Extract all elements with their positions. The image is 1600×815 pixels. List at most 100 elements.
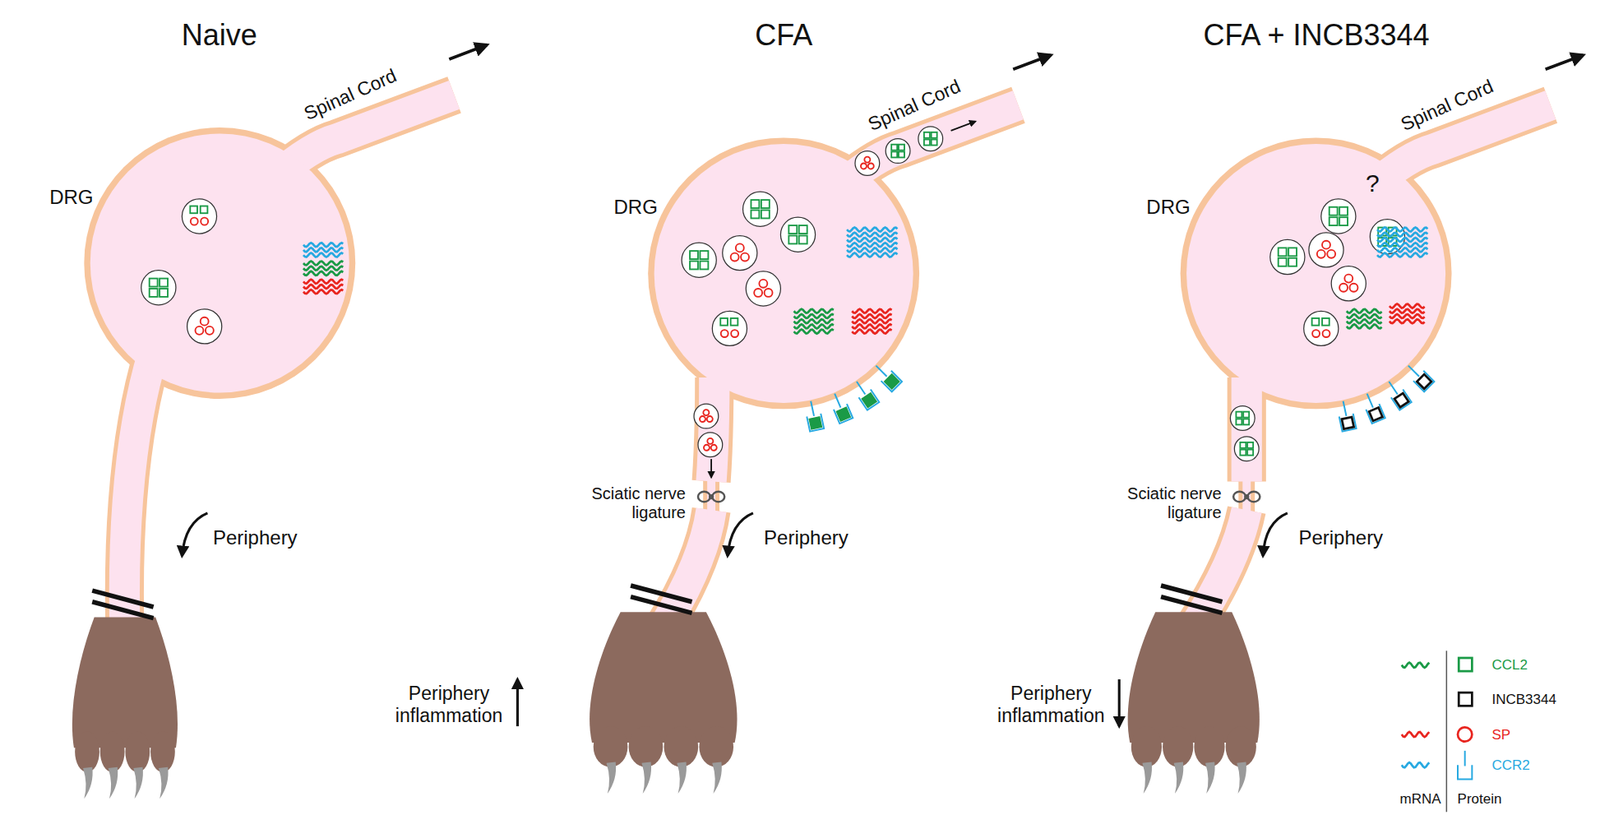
paw-toe — [1131, 726, 1162, 768]
claw — [676, 762, 687, 794]
incb3344-ligand — [1368, 407, 1383, 421]
receptor-stem — [810, 401, 814, 417]
claw — [1142, 762, 1152, 794]
legend-header: mRNA — [1400, 790, 1442, 808]
legend-text: SP — [1491, 726, 1511, 744]
ccr2-receptor — [1360, 390, 1386, 424]
sp-protein — [721, 329, 729, 338]
ganglion-outline — [83, 94, 1551, 630]
ccl2-protein — [788, 235, 797, 245]
mrna-wave — [1377, 232, 1428, 237]
paw — [589, 611, 737, 743]
sp-protein — [1350, 283, 1359, 292]
mrna-wave — [1389, 304, 1425, 309]
legend-graphics — [1401, 650, 1473, 812]
nerve-sheath — [124, 351, 153, 631]
ligature-knot — [712, 491, 725, 502]
direction-label: Periphery — [1298, 526, 1383, 550]
vesicle — [693, 403, 719, 429]
ccl2-protein — [931, 132, 938, 139]
vesicle-membrane — [693, 403, 719, 429]
sp-protein — [860, 162, 867, 169]
ccl2-ligand — [836, 407, 851, 421]
ccl2-protein — [1239, 449, 1246, 456]
ccl2-protein — [1288, 258, 1297, 267]
vesicle — [181, 198, 217, 234]
ganglion-fill — [90, 94, 1551, 630]
ganglion-contents — [72, 45, 1584, 800]
mrna-wave — [1389, 314, 1425, 319]
mrna-wave — [1346, 323, 1383, 329]
receptor-cup — [1365, 403, 1385, 424]
sp-protein — [1339, 283, 1348, 292]
paw — [1128, 611, 1260, 743]
ccl2-ligand — [884, 374, 900, 389]
ccl2-protein — [788, 225, 797, 234]
vesicle — [681, 242, 717, 278]
mrna-wave — [794, 314, 834, 319]
vesicle — [1270, 239, 1305, 274]
legend-swatch — [1457, 726, 1472, 741]
vesicle-membrane — [918, 126, 944, 152]
vesicle — [780, 217, 815, 252]
ganglion-label: DRG — [614, 195, 658, 219]
inflammation-down-arrow — [1118, 679, 1121, 727]
receptor-stem — [856, 381, 865, 394]
mrna-wave — [851, 329, 892, 334]
vesicle-membrane — [698, 432, 723, 458]
nerve — [124, 351, 153, 631]
sp-protein — [1317, 249, 1326, 259]
ccl2-protein — [699, 250, 708, 259]
ccl2-protein — [1322, 318, 1330, 326]
inflammation-up-arrow — [516, 679, 519, 727]
receptor-cup — [858, 389, 879, 411]
sp-protein — [190, 217, 199, 226]
transport-arrow — [710, 458, 713, 477]
ccl2-protein — [1247, 442, 1254, 449]
ccl2-protein — [750, 199, 759, 209]
vesicle — [722, 235, 758, 271]
mrna-wave — [851, 319, 892, 324]
ccl2-protein — [931, 139, 938, 146]
sp-protein — [735, 243, 745, 252]
mrna-wave — [303, 261, 343, 266]
paw-toe — [150, 730, 176, 773]
mrna-wave — [1377, 237, 1428, 242]
ccl2-protein — [1243, 418, 1249, 425]
mrna-wave — [303, 266, 343, 271]
mrna-wave — [1377, 227, 1428, 232]
vesicle-membrane — [187, 309, 222, 344]
vesicle-membrane — [181, 198, 217, 234]
paw-toe — [628, 726, 664, 768]
ccl2-ligand — [809, 416, 822, 430]
mrna-wave — [794, 319, 834, 324]
sp-protein — [703, 444, 710, 451]
drg-sheath — [647, 137, 920, 409]
cut-bar — [92, 601, 153, 619]
drg-body — [654, 143, 914, 403]
ccl2-protein — [1239, 442, 1246, 449]
nerve-neck — [707, 475, 716, 517]
claw — [641, 762, 652, 794]
nerve-neck — [1242, 475, 1251, 517]
legend-swatch — [1401, 731, 1429, 737]
claw — [1174, 762, 1184, 794]
direction-arrow — [448, 45, 487, 60]
mrna-wave — [303, 271, 343, 276]
ccl2-protein — [924, 139, 930, 146]
mrna-wave — [846, 253, 898, 258]
sp-protein — [699, 416, 706, 422]
incb3344-ligand — [1416, 374, 1432, 389]
receptor-cup — [881, 370, 902, 392]
ccl2-protein — [1278, 258, 1287, 267]
mrna-wave — [1377, 242, 1428, 247]
paw-toe — [1162, 726, 1194, 768]
mrna-wave — [851, 323, 892, 329]
paw-toe — [663, 726, 699, 768]
mrna-wave — [1389, 309, 1425, 314]
sp-protein — [195, 326, 204, 335]
legend-divider — [1446, 650, 1448, 812]
panel-title: CFA + INCB3344 — [1202, 18, 1429, 53]
ligature-label: Sciatic nerve ligature — [1106, 484, 1222, 523]
